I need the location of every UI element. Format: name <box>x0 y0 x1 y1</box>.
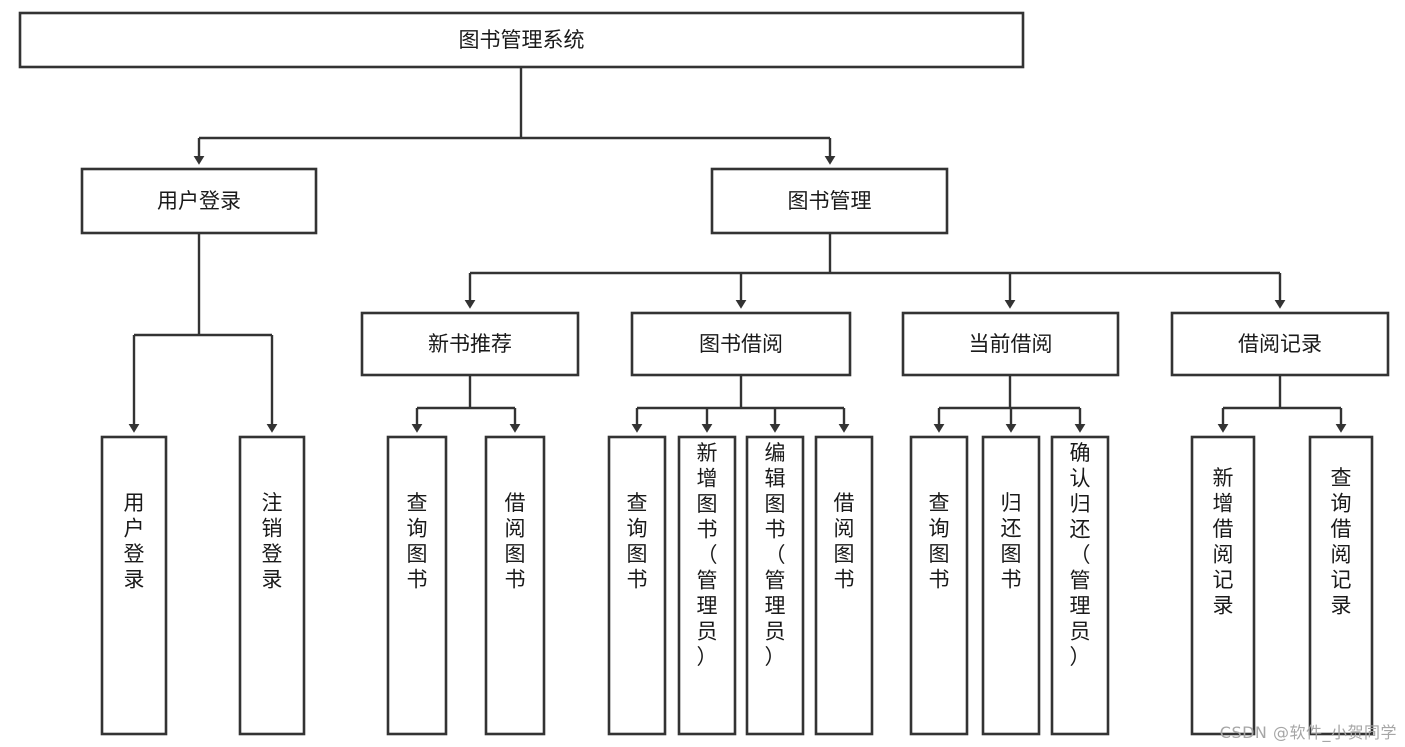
leaf-edit-book-box[interactable] <box>745 435 805 736</box>
leaf-add-book-label: 新增图书（管理员） <box>697 441 718 669</box>
leaf-borrow-book-1-label: 借阅图书 <box>505 491 526 592</box>
current-borrow-box[interactable] <box>901 311 1120 377</box>
node-leaf-query-book-3[interactable]: 查询图书 <box>909 435 969 736</box>
connector-group-book-borrow <box>631 375 850 433</box>
leaf-borrow-book-1-box[interactable] <box>484 435 546 736</box>
leaf-query-book-3-label: 查询图书 <box>929 491 950 592</box>
leaf-user-login-box[interactable] <box>100 435 168 736</box>
node-leaf-borrow-book-1[interactable]: 借阅图书 <box>484 435 546 736</box>
node-root[interactable]: 图书管理系统 <box>18 11 1025 69</box>
root-box[interactable] <box>18 11 1025 69</box>
borrow-record-box[interactable] <box>1170 311 1390 377</box>
leaf-confirm-return-label: 确认归还（管理员） <box>1070 441 1091 669</box>
connector-group-borrow-record <box>1217 375 1347 433</box>
node-leaf-confirm-return[interactable]: 确认归还（管理员） <box>1050 435 1110 736</box>
leaf-add-book-box[interactable] <box>677 435 737 736</box>
connector-group-user-login <box>128 233 278 433</box>
node-leaf-borrow-book-2[interactable]: 借阅图书 <box>814 435 874 736</box>
node-leaf-user-logout[interactable]: 注销登录 <box>238 435 306 736</box>
leaf-query-book-2-box[interactable] <box>607 435 667 736</box>
connector-group-root <box>193 67 836 165</box>
new-book-rec-label: 新书推荐 <box>428 332 512 356</box>
connector-group-current-borrow <box>933 375 1086 433</box>
node-book-borrow[interactable]: 图书借阅 <box>630 311 852 377</box>
leaf-return-book-box[interactable] <box>981 435 1041 736</box>
node-current-borrow[interactable]: 当前借阅 <box>901 311 1120 377</box>
csdn-watermark: CSDN @软件_小贺同学 <box>1219 723 1397 742</box>
leaf-query-book-3-box[interactable] <box>909 435 969 736</box>
leaf-user-login-label: 用户登录 <box>124 491 145 592</box>
node-borrow-record[interactable]: 借阅记录 <box>1170 311 1390 377</box>
leaf-edit-book-label: 编辑图书（管理员） <box>765 441 786 669</box>
new-book-rec-box[interactable] <box>360 311 580 377</box>
leaf-borrow-book-2-label: 借阅图书 <box>834 491 855 592</box>
user-login-box[interactable] <box>80 167 318 235</box>
leaf-borrow-book-2-box[interactable] <box>814 435 874 736</box>
leaf-user-logout-label: 注销登录 <box>262 491 283 592</box>
book-manage-label: 图书管理 <box>788 189 872 213</box>
node-leaf-query-book-2[interactable]: 查询图书 <box>607 435 667 736</box>
book-manage-box[interactable] <box>710 167 949 235</box>
node-leaf-query-book-1[interactable]: 查询图书 <box>386 435 448 736</box>
leaf-add-record-box[interactable] <box>1190 435 1256 736</box>
node-leaf-query-record[interactable]: 查询借阅记录 <box>1308 435 1374 736</box>
leaf-user-logout-box[interactable] <box>238 435 306 736</box>
book-borrow-label: 图书借阅 <box>699 332 783 356</box>
book-borrow-box[interactable] <box>630 311 852 377</box>
leaf-add-record-label: 新增借阅记录 <box>1213 466 1234 618</box>
node-book-manage[interactable]: 图书管理 <box>710 167 949 235</box>
leaf-query-record-label: 查询借阅记录 <box>1331 466 1352 618</box>
borrow-record-label: 借阅记录 <box>1238 332 1322 356</box>
node-user-login[interactable]: 用户登录 <box>80 167 318 235</box>
root-label: 图书管理系统 <box>459 28 585 52</box>
node-leaf-return-book[interactable]: 归还图书 <box>981 435 1041 736</box>
connector-group-book-manage <box>464 233 1286 309</box>
leaf-query-record-box[interactable] <box>1308 435 1374 736</box>
node-leaf-add-book[interactable]: 新增图书（管理员） <box>677 435 737 736</box>
node-leaf-add-record[interactable]: 新增借阅记录 <box>1190 435 1256 736</box>
node-leaf-edit-book[interactable]: 编辑图书（管理员） <box>745 435 805 736</box>
leaf-confirm-return-box[interactable] <box>1050 435 1110 736</box>
leaf-return-book-label: 归还图书 <box>1001 491 1022 592</box>
current-borrow-label: 当前借阅 <box>969 332 1053 356</box>
user-login-label: 用户登录 <box>157 189 241 213</box>
node-leaf-user-login[interactable]: 用户登录 <box>100 435 168 736</box>
leaf-query-book-1-label: 查询图书 <box>407 491 428 592</box>
leaf-query-book-2-label: 查询图书 <box>627 491 648 592</box>
connector-group-new-book-rec <box>411 375 521 433</box>
leaf-query-book-1-box[interactable] <box>386 435 448 736</box>
node-new-book-rec[interactable]: 新书推荐 <box>360 311 580 377</box>
